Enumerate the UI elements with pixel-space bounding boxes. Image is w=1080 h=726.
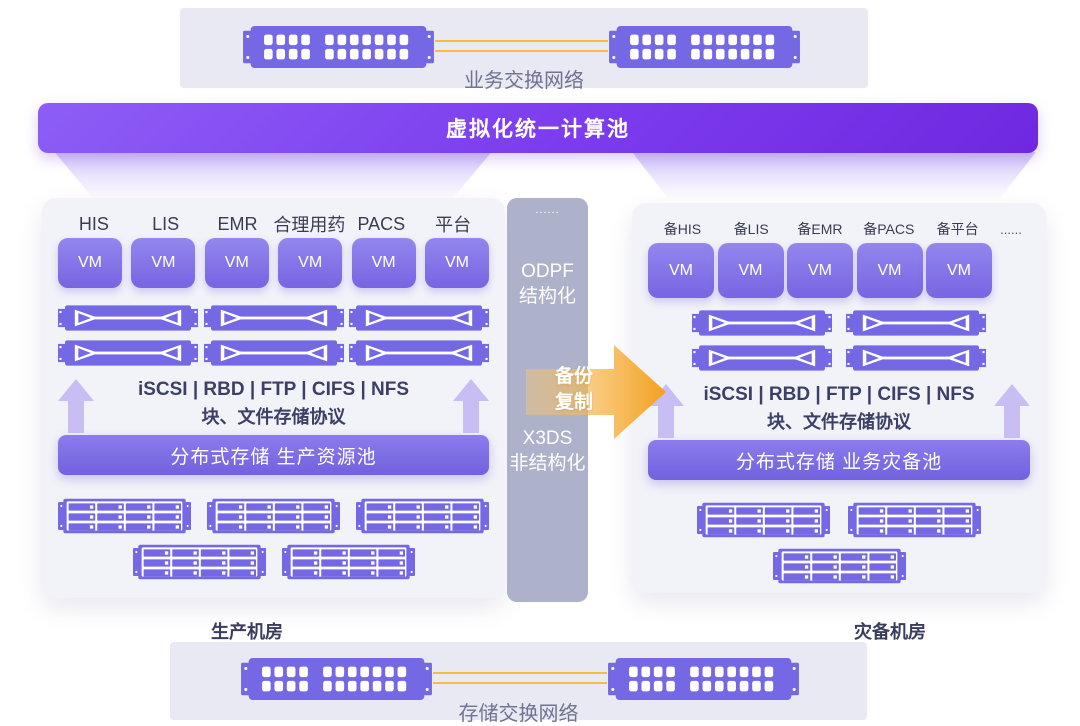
vm-box: VM xyxy=(648,243,714,298)
dr-room-label: 灾备机房 xyxy=(854,622,926,642)
distributed-storage-bar: 分布式存储 业务灾备池 xyxy=(648,440,1030,480)
storage-array-icon xyxy=(356,498,489,534)
unstructured-data-label: X3DS 非结构化 xyxy=(509,427,585,476)
backup-arrow-label: 备份 复制 xyxy=(526,364,622,415)
app-label: 备平台 xyxy=(936,221,979,237)
vm-box: VM xyxy=(351,238,416,288)
server-icon xyxy=(692,345,832,371)
server-row xyxy=(648,345,1030,371)
server-icon xyxy=(58,340,198,366)
server-icon xyxy=(204,340,344,366)
vm-box: VM xyxy=(424,238,489,288)
server-icon xyxy=(846,310,986,336)
app-label: 合理用药 xyxy=(273,215,346,235)
app-label: PACS xyxy=(357,213,406,234)
app-label: 备EMR xyxy=(797,221,843,237)
structured-line1: ODPF xyxy=(521,261,574,282)
backup-arrow-icon xyxy=(526,345,666,439)
storage-array-row xyxy=(648,548,1030,584)
compute-pool-banner: 虚拟化统一计算池 xyxy=(38,103,1038,153)
storage-array-row xyxy=(648,502,1030,538)
structured-data-label: ODPF 结构化 xyxy=(519,260,576,309)
app-label: 备PACS xyxy=(863,221,915,237)
server-icon xyxy=(204,305,344,331)
app-labels-row: 备HIS 备LIS 备EMR 备PACS 备平台 ...... xyxy=(648,215,1030,243)
storage-array-icon xyxy=(848,502,981,538)
vm-box: VM xyxy=(58,238,122,288)
server-row xyxy=(648,310,1030,336)
vm-box: VM xyxy=(204,238,269,288)
up-arrow-icon xyxy=(994,384,1030,438)
protocol-list: iSCSI | RBD | FTP | CIFS | NFS xyxy=(137,379,410,400)
network-link-line xyxy=(433,682,607,684)
storage-array-row xyxy=(58,544,489,580)
protocol-text: iSCSI | RBD | FTP | CIFS | NFS 块、文件存储协议 xyxy=(684,384,994,434)
app-label: 平台 xyxy=(435,215,472,235)
app-label: EMR xyxy=(217,213,258,234)
unstructured-line2: 非结构化 xyxy=(509,453,586,475)
storage-array-icon xyxy=(697,502,830,538)
production-panel: HIS LIS EMR 合理用药 PACS 平台 VM VM VM VM VM … xyxy=(42,198,505,598)
backup-line2: 复制 xyxy=(554,391,593,413)
switch-icon xyxy=(242,26,435,68)
production-room-label: 生产机房 xyxy=(211,622,283,642)
switch-icon xyxy=(608,26,801,68)
network-link-line xyxy=(435,50,608,52)
server-icon xyxy=(846,345,986,371)
app-label: 备HIS xyxy=(663,221,702,237)
disaster-recovery-panel: 备HIS 备LIS 备EMR 备PACS 备平台 ...... VM VM VM… xyxy=(632,203,1046,593)
protocol-desc: 块、文件存储协议 xyxy=(201,407,346,427)
storage-array-icon xyxy=(58,498,191,534)
app-labels-row: HIS LIS EMR 合理用药 PACS 平台 xyxy=(58,210,489,238)
protocol-row: iSCSI | RBD | FTP | CIFS | NFS 块、文件存储协议 xyxy=(648,384,1030,440)
server-row xyxy=(58,305,489,331)
vm-box: VM xyxy=(787,243,853,298)
switch-icon xyxy=(240,658,433,700)
vm-box: VM xyxy=(926,243,992,298)
server-icon xyxy=(692,310,832,336)
protocol-desc: 块、文件存储协议 xyxy=(767,412,911,432)
storage-network-box: 存储交换网络 xyxy=(170,642,867,725)
structured-line2: 结构化 xyxy=(518,285,576,307)
compute-pool-title: 虚拟化统一计算池 xyxy=(446,118,630,141)
storage-network-label: 存储交换网络 xyxy=(458,703,579,725)
vm-box: VM xyxy=(856,243,923,298)
app-label: LIS xyxy=(152,213,180,234)
vm-box: VM xyxy=(717,243,784,298)
vm-box: VM xyxy=(278,238,343,288)
app-label: HIS xyxy=(78,213,109,234)
banner-beam-left xyxy=(54,152,492,200)
storage-array-icon xyxy=(207,498,340,534)
distributed-storage-bar: 分布式存储 生产资源池 xyxy=(58,435,489,475)
storage-array-icon xyxy=(282,544,415,580)
business-network-label: 业务交换网络 xyxy=(464,70,584,92)
network-link-line xyxy=(435,40,608,42)
banner-beam-right xyxy=(632,152,1036,200)
more-apps-label: ...... xyxy=(1000,221,1022,237)
server-row xyxy=(58,340,489,366)
storage-array-icon xyxy=(773,548,906,584)
vm-box: VM xyxy=(131,238,196,288)
protocol-list: iSCSI | RBD | FTP | CIFS | NFS xyxy=(703,384,975,405)
server-icon xyxy=(349,305,489,331)
storage-array-row xyxy=(58,498,489,534)
vm-row: VM VM VM VM VM xyxy=(648,243,1030,298)
backup-line1: 备份 xyxy=(554,366,593,387)
business-network-box: 业务交换网络 xyxy=(180,8,868,92)
unstructured-line1: X3DS xyxy=(522,428,573,450)
server-icon xyxy=(58,305,198,331)
vm-row: VM VM VM VM VM VM xyxy=(58,238,489,288)
backup-replication-arrow: 备份 复制 xyxy=(526,342,668,442)
up-arrow-icon xyxy=(58,379,94,433)
up-arrow-icon xyxy=(453,379,489,433)
switch-icon xyxy=(607,658,800,700)
protocol-row: iSCSI | RBD | FTP | CIFS | NFS 块、文件存储协议 xyxy=(58,379,489,435)
network-link-line xyxy=(433,672,607,674)
server-icon xyxy=(349,340,489,366)
pillar-dots: ...... xyxy=(535,204,560,216)
protocol-text: iSCSI | RBD | FTP | CIFS | NFS 块、文件存储协议 xyxy=(94,379,453,429)
app-label: 备LIS xyxy=(733,221,769,237)
storage-array-icon xyxy=(133,544,266,580)
